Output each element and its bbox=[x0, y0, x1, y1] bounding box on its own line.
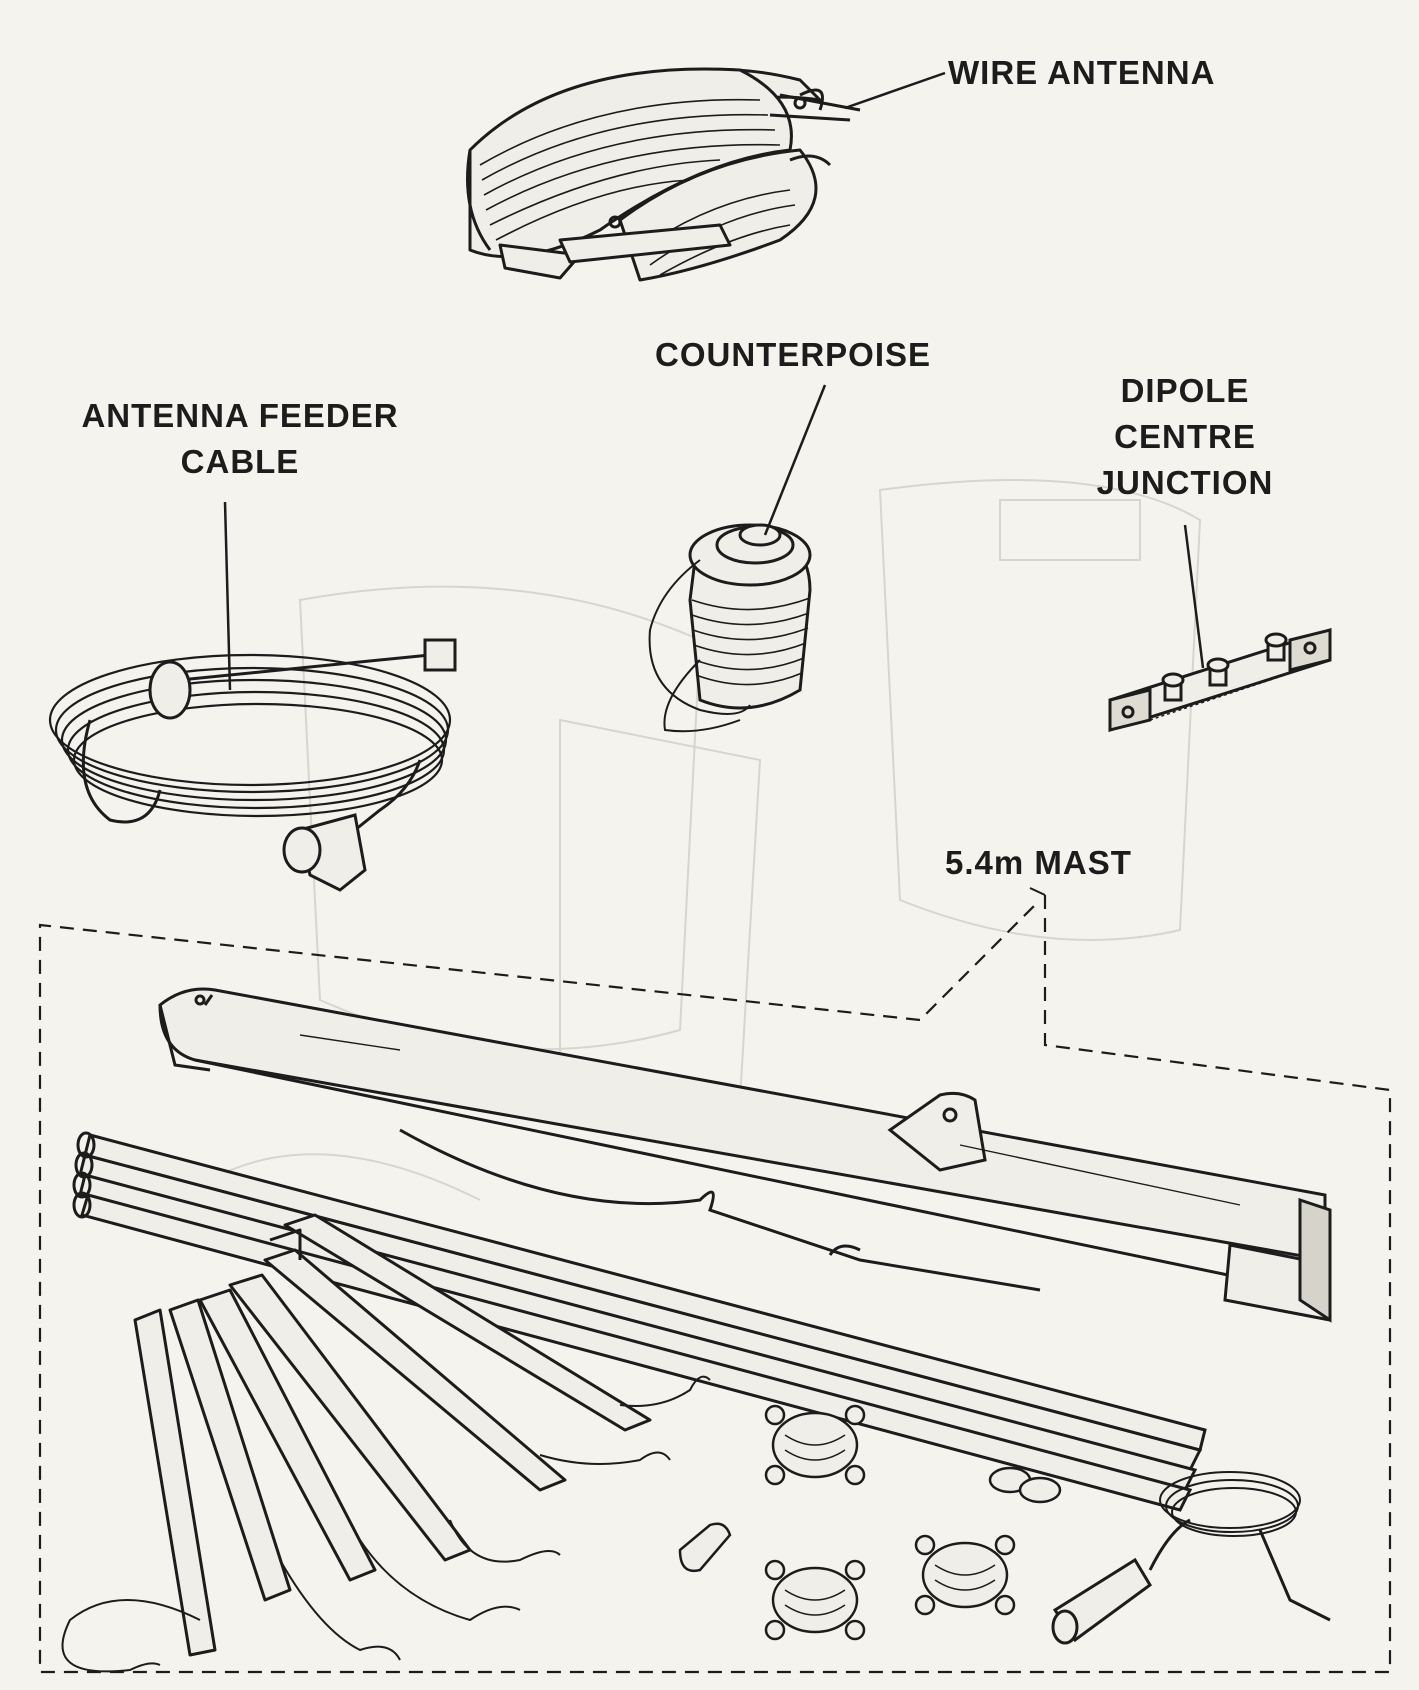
ground-pegs bbox=[61, 1213, 711, 1673]
mast-label: 5.4m MAST bbox=[945, 844, 1132, 881]
antenna-feeder-cable-label: ANTENNA FEEDER CABLE bbox=[60, 393, 420, 485]
dipole-label-line-1: DIPOLE bbox=[1120, 372, 1250, 409]
dipole-label-line-2: CENTRE bbox=[1114, 418, 1256, 455]
counterpoise-label: COUNTERPOISE bbox=[655, 336, 932, 373]
dipole-label-line-3: JUNCTION bbox=[1096, 464, 1274, 501]
dipole-centre-junction bbox=[1108, 627, 1332, 733]
dipole-centre-junction-label: DIPOLE CENTRE JUNCTION bbox=[1085, 368, 1285, 506]
mast-carrying-bag bbox=[158, 987, 1332, 1323]
wire-antenna-leader bbox=[844, 71, 946, 110]
bleed-through-text bbox=[250, 30, 258, 64]
mast-kit-boundary bbox=[38, 895, 1392, 1674]
earth-cable bbox=[1051, 1471, 1331, 1645]
antenna-feeder-label-line-2: CABLE bbox=[180, 443, 300, 480]
antenna-feeder-label-line-1: ANTENNA FEEDER bbox=[81, 397, 399, 434]
mast-leader bbox=[1029, 887, 1046, 896]
wire-antenna-label: WIRE ANTENNA bbox=[948, 54, 1216, 91]
wire-antenna-reel bbox=[466, 67, 861, 282]
antenna-feeder-cable-coil bbox=[48, 638, 457, 892]
counterpoise-reel bbox=[648, 523, 812, 733]
counterpoise-leader bbox=[763, 384, 827, 536]
antenna-feeder-leader bbox=[223, 501, 232, 691]
dipole-centre-leader bbox=[1183, 524, 1205, 669]
guy-rope-cleats bbox=[678, 1404, 1062, 1641]
